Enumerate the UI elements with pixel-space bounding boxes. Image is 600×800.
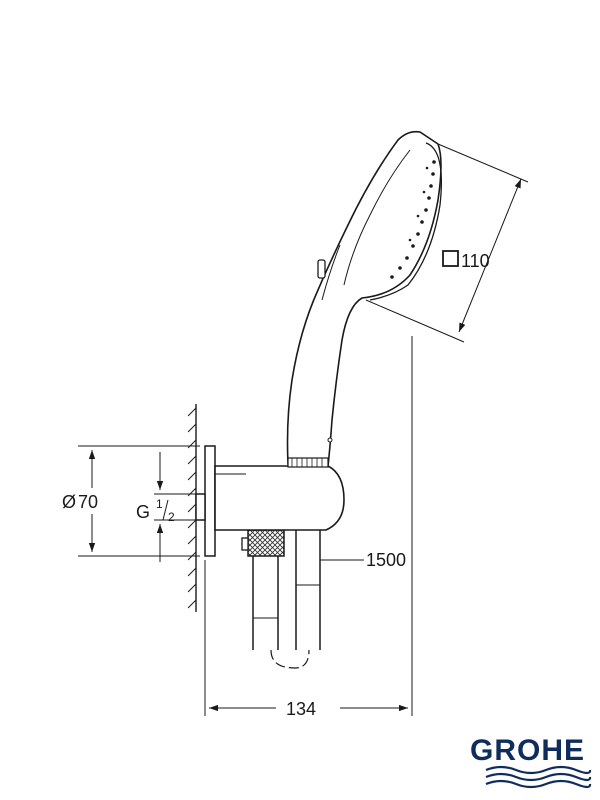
- hand-shower: [286, 130, 443, 468]
- shower-holder: [214, 465, 345, 531]
- thread-denominator: 2: [168, 510, 175, 524]
- thread-fraction-bar: [162, 499, 169, 521]
- dimension-diameter-label: 70: [78, 492, 98, 512]
- dimension-head: [365, 143, 529, 343]
- wall: [187, 404, 197, 612]
- thread-numerator: 1: [156, 497, 163, 511]
- dimension-projection: [204, 560, 408, 716]
- hose: [252, 528, 321, 669]
- spray-nozzles: [390, 160, 436, 279]
- dimension-diameter: [78, 445, 200, 557]
- dimension-thread: [154, 452, 200, 562]
- wave-icon: [485, 765, 592, 789]
- thread-letter: G: [136, 502, 150, 522]
- dimension-hose-length-label: 1500: [366, 550, 406, 570]
- square-icon: [442, 250, 459, 267]
- wall-rosette: [195, 445, 216, 557]
- hose-nut: [241, 529, 285, 557]
- diameter-symbol: Ø: [62, 492, 76, 512]
- dimension-projection-label: 134: [286, 699, 316, 719]
- dimension-head-label: 110: [461, 251, 490, 271]
- brand-logo: GROHE: [470, 734, 592, 789]
- brand-name: GROHE: [470, 734, 585, 767]
